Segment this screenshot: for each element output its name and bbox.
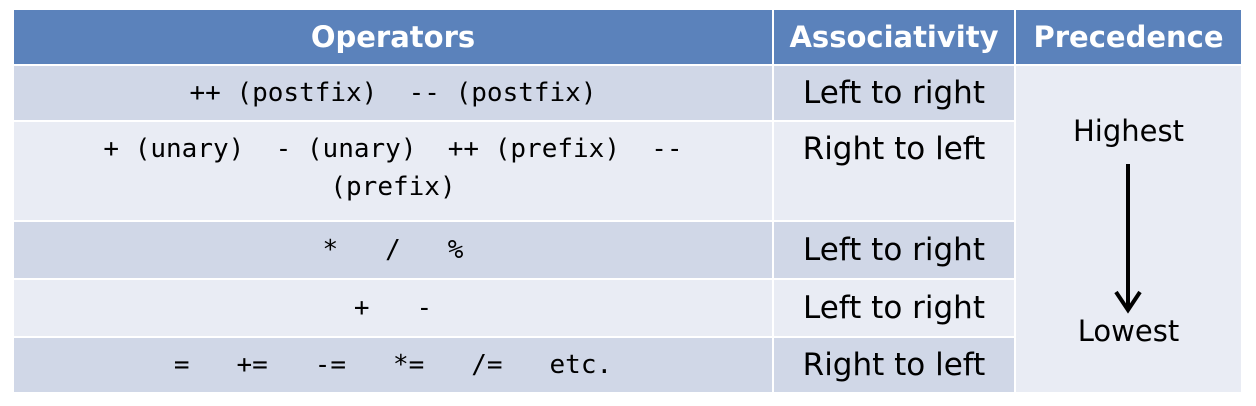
operators-cell: ++ (postfix) -- (postfix)	[14, 66, 772, 120]
table-row: * / % Left to right	[14, 222, 1014, 278]
header-precedence: Precedence	[1016, 10, 1241, 64]
associativity-text: Right to left	[802, 347, 986, 383]
associativity-text: Left to right	[803, 290, 985, 326]
table-row: + (unary) - (unary) ++ (prefix) -- (pref…	[14, 122, 1014, 220]
operators-cell: + (unary) - (unary) ++ (prefix) -- (pref…	[14, 122, 772, 220]
table-row: = += -= *= /= etc. Right to left	[14, 338, 1014, 392]
associativity-cell: Right to left	[774, 338, 1014, 392]
associativity-cell: Left to right	[774, 280, 1014, 336]
operators-text: + -	[353, 293, 433, 323]
operators-text: = += -= *= /= etc.	[173, 350, 613, 380]
operators-cell: = += -= *= /= etc.	[14, 338, 772, 392]
operators-text: * / %	[322, 235, 464, 265]
down-arrow-icon	[1114, 164, 1142, 314]
associativity-text: Right to left	[802, 131, 986, 167]
header-operators: Operators	[14, 10, 772, 64]
operators-text-continued: (prefix)	[330, 172, 456, 202]
associativity-text: Left to right	[803, 232, 985, 268]
operators-cell: * / %	[14, 222, 772, 278]
precedence-lowest-label: Lowest	[1077, 314, 1180, 348]
associativity-cell: Left to right	[774, 222, 1014, 278]
table-row: + - Left to right	[14, 280, 1014, 336]
precedence-cell: Highest Lowest	[1016, 66, 1241, 392]
associativity-text: Left to right	[803, 75, 985, 111]
operator-precedence-table: Operators Associativity Precedence ++ (p…	[14, 10, 1241, 392]
operators-text: ++ (postfix) -- (postfix)	[189, 78, 597, 108]
table-row: ++ (postfix) -- (postfix) Left to right	[14, 66, 1014, 120]
associativity-cell: Left to right	[774, 66, 1014, 120]
operators-cell: + -	[14, 280, 772, 336]
operators-text: + (unary) - (unary) ++ (prefix) --	[103, 134, 683, 164]
associativity-cell: Right to left	[774, 122, 1014, 220]
header-associativity: Associativity	[774, 10, 1014, 64]
precedence-highest-label: Highest	[1073, 114, 1184, 148]
